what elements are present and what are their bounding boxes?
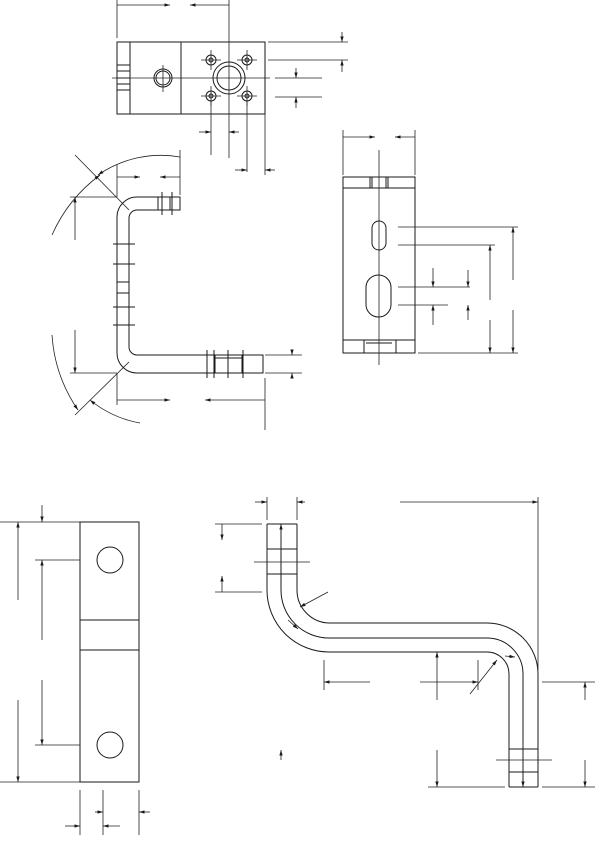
leader-line (74, 361, 130, 416)
radius-leader (287, 619, 299, 630)
hole (96, 546, 124, 574)
strip-outline (79, 521, 140, 783)
radius-leader (504, 654, 516, 659)
s-bend-midline (280, 524, 524, 787)
angle-arc (97, 154, 181, 176)
leader-line (74, 154, 130, 211)
bolt-hole-pattern (201, 50, 257, 106)
flat-strip-view (79, 521, 140, 783)
s-bend-outer-edge (266, 524, 510, 787)
slot-lines (117, 64, 130, 91)
top-view (112, 0, 270, 158)
hole-lines (113, 243, 135, 326)
hole-lines (157, 192, 244, 378)
dimension-lines (0, 0, 595, 835)
hole-lines (363, 177, 397, 353)
c-bracket-view (113, 192, 264, 378)
hole (96, 731, 124, 759)
s-bend-inner-edge (296, 524, 539, 787)
cap-lines (267, 523, 538, 788)
angle-arc (51, 334, 79, 411)
centerline (254, 561, 552, 761)
c-bracket-outline (116, 196, 264, 374)
radius-leader (469, 659, 498, 695)
radius-leader (299, 591, 329, 608)
slot-large (365, 274, 392, 318)
angle-arc (51, 174, 101, 236)
s-bend-view (254, 523, 552, 788)
angle-arc (89, 399, 141, 424)
front-view (342, 150, 416, 365)
